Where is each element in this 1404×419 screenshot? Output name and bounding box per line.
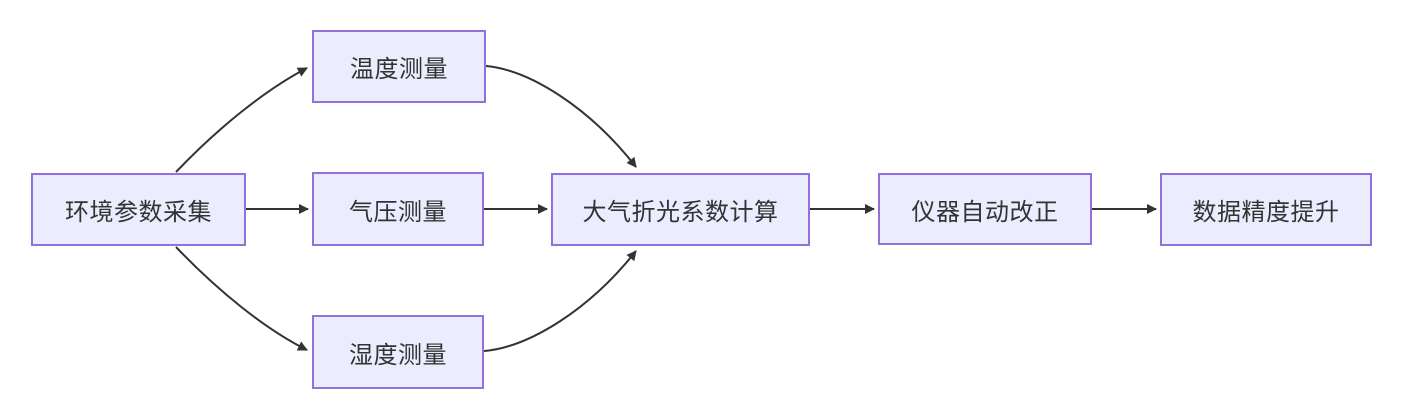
edge-env-to-humidity (175, 246, 308, 351)
edge-env-to-temp (175, 67, 308, 173)
edge-temp-to-calc (485, 65, 637, 168)
node-atmospheric-refraction-coefficient-calculation: 大气折光系数计算 (551, 173, 810, 246)
node-data-precision-improvement: 数据精度提升 (1160, 173, 1372, 246)
node-environment-parameter-collection: 环境参数采集 (31, 173, 246, 246)
node-temperature-measurement: 温度测量 (312, 30, 486, 103)
node-air-pressure-measurement: 气压测量 (312, 172, 484, 246)
node-humidity-measurement: 湿度测量 (312, 315, 484, 389)
edge-humidity-to-calc (483, 250, 637, 352)
node-instrument-auto-correction: 仪器自动改正 (878, 173, 1092, 245)
